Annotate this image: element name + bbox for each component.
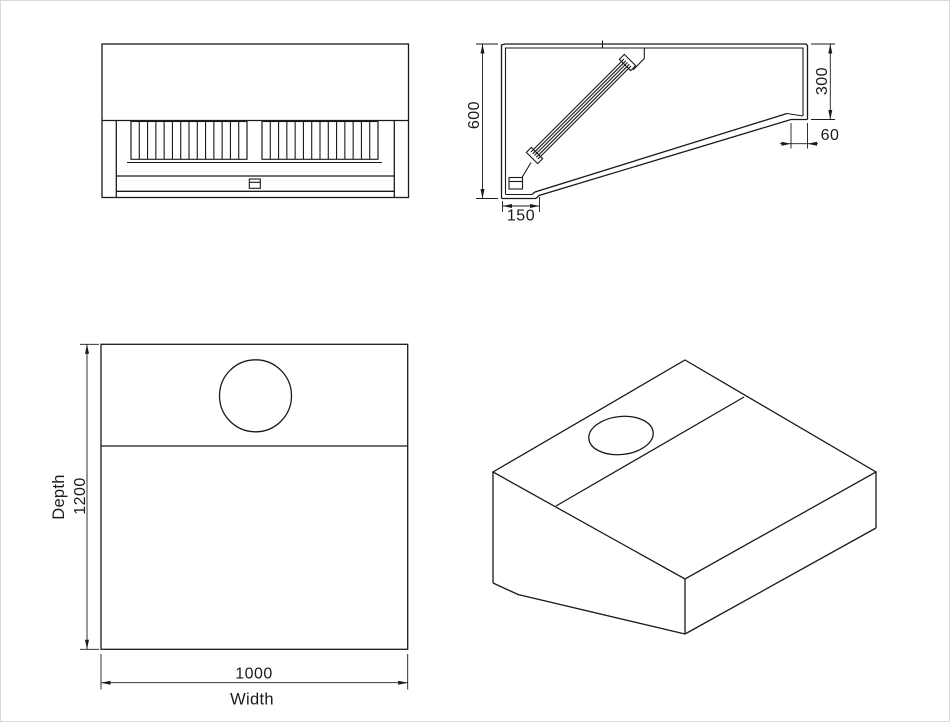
- dim-text-300: 300: [814, 67, 831, 95]
- label-width: Width: [230, 691, 274, 709]
- side-filter-bracket-diagonal: [632, 58, 645, 71]
- dim-text-60: 60: [821, 127, 840, 144]
- dim-text-1200: 1200: [72, 477, 89, 515]
- side-lip-cap: [786, 112, 804, 117]
- dim-side-height: 600: [466, 43, 498, 199]
- side-view: 600 300 60 150: [466, 40, 839, 225]
- dim-plan-depth: 1200 Depth: [50, 343, 99, 650]
- side-filter-support-line: [521, 162, 532, 178]
- dim-text-1000: 1000: [235, 666, 273, 683]
- side-baffle-filter: [525, 53, 637, 165]
- side-outer-shell: [500, 43, 809, 199]
- dim-side-ledge: 150: [502, 197, 540, 225]
- iso-bottom-left-edge: [492, 582, 686, 635]
- side-inner-shell: [504, 47, 804, 195]
- plan-view: 1200 Depth 1000 Width: [50, 343, 409, 709]
- baffle-filter-slats: [130, 121, 379, 160]
- dim-side-front-height: 300: [811, 43, 835, 120]
- plan-duct-hole: [218, 359, 293, 433]
- front-grease-cup: [248, 178, 261, 189]
- dim-side-lip-offset: 60: [780, 123, 839, 149]
- side-slope-lower: [535, 118, 792, 199]
- iso-bottom-right-edge: [684, 527, 877, 635]
- side-slope-upper: [531, 112, 788, 195]
- front-view: [101, 43, 410, 199]
- iso-view: [491, 359, 878, 635]
- side-grease-box: [508, 176, 524, 190]
- iso-duct-hole: [588, 415, 654, 456]
- iso-top-split-line: [555, 396, 745, 507]
- dim-text-150: 150: [507, 208, 535, 225]
- iso-top-faces: [491, 359, 878, 580]
- dim-plan-width: 1000 Width: [100, 654, 409, 709]
- label-depth: Depth: [50, 474, 68, 520]
- dim-text-600: 600: [466, 101, 483, 129]
- filter-bottom-endcap: [525, 146, 544, 165]
- filter-top-endcap: [618, 53, 637, 72]
- plan-outline: [100, 343, 409, 650]
